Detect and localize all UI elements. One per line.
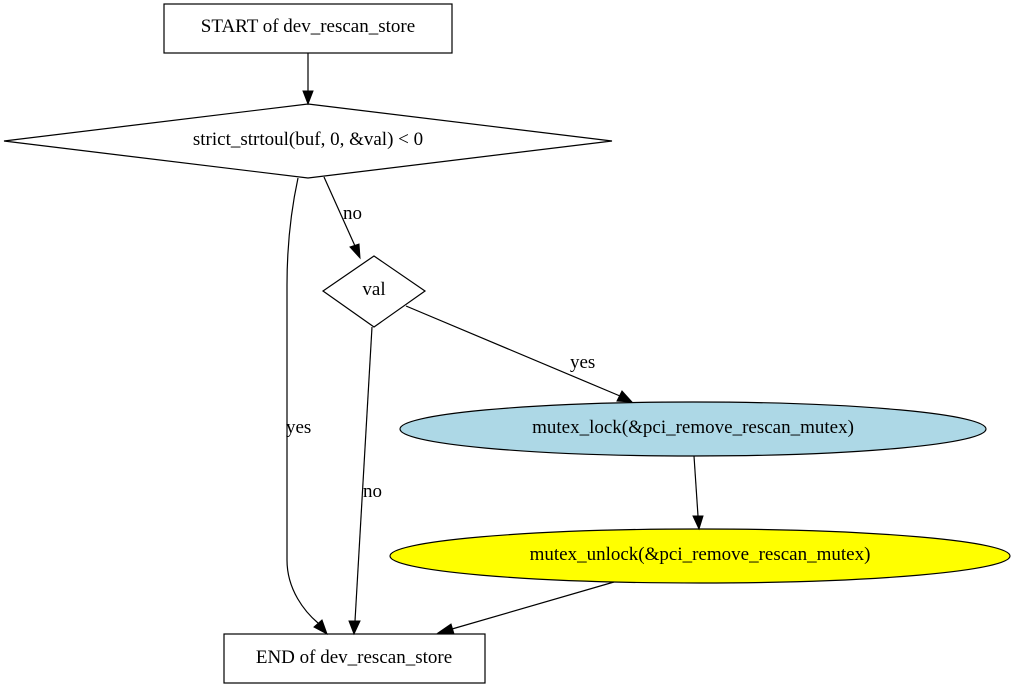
edge-lock-to-unlock-arrowhead [692, 515, 704, 531]
edge-unlock-to-end-arrowhead [436, 623, 455, 635]
edge-val-yes-label: yes [570, 352, 595, 373]
edge-unlock-to-end-line [451, 581, 615, 630]
node-start-box [163, 3, 453, 54]
edge-lock-to-unlock [692, 455, 704, 531]
edge-val-no-arrowhead [348, 620, 361, 636]
edge-start-to-strtoul [302, 53, 314, 106]
node-end-label: END of dev_rescan_store [256, 647, 452, 668]
node-mutex-unlock-ellipse [389, 528, 1011, 584]
edge-strtoul-yes-label: yes [286, 417, 311, 438]
edge-lock-to-unlock-line [693, 455, 699, 517]
node-mutex-lock-label: mutex_lock(&pci_remove_rescan_mutex) [532, 417, 854, 438]
node-mutex-lock: mutex_lock(&pci_remove_rescan_mutex) [399, 401, 987, 457]
edge-val-yes-arrowhead [616, 390, 634, 403]
node-check-val-diamond [321, 255, 427, 328]
edge-strtoul-yes: yes [286, 177, 328, 636]
edge-strtoul-no: no [323, 176, 362, 260]
edge-val-no: no [348, 326, 382, 636]
edge-val-no-line [354, 326, 373, 622]
edge-val-yes: yes [405, 305, 634, 403]
edge-strtoul-no-arrowhead [349, 243, 361, 260]
edge-val-yes-line [405, 305, 621, 397]
node-mutex-unlock-label: mutex_unlock(&pci_remove_rescan_mutex) [530, 544, 871, 565]
edge-unlock-to-end [436, 581, 615, 635]
edge-strtoul-no-label: no [343, 203, 362, 224]
node-check-strtoul: strict_strtoul(buf, 0, &val) < 0 [3, 103, 613, 179]
node-check-val-label: val [362, 279, 385, 300]
node-start: START of dev_rescan_store [163, 3, 453, 54]
edge-strtoul-yes-arrowhead [313, 619, 328, 636]
edge-start-to-strtoul-arrowhead [302, 90, 314, 106]
node-check-strtoul-label: strict_strtoul(buf, 0, &val) < 0 [193, 129, 423, 150]
node-mutex-lock-ellipse [399, 401, 987, 457]
edge-val-no-label: no [363, 481, 382, 502]
edge-strtoul-yes-line [286, 177, 319, 624]
node-check-strtoul-diamond [3, 103, 613, 179]
node-end-box [223, 633, 486, 684]
node-check-val: val [321, 255, 427, 328]
node-end: END of dev_rescan_store [223, 633, 486, 684]
node-start-label: START of dev_rescan_store [201, 16, 415, 37]
edge-strtoul-no-line [323, 176, 356, 247]
node-mutex-unlock: mutex_unlock(&pci_remove_rescan_mutex) [389, 528, 1011, 584]
